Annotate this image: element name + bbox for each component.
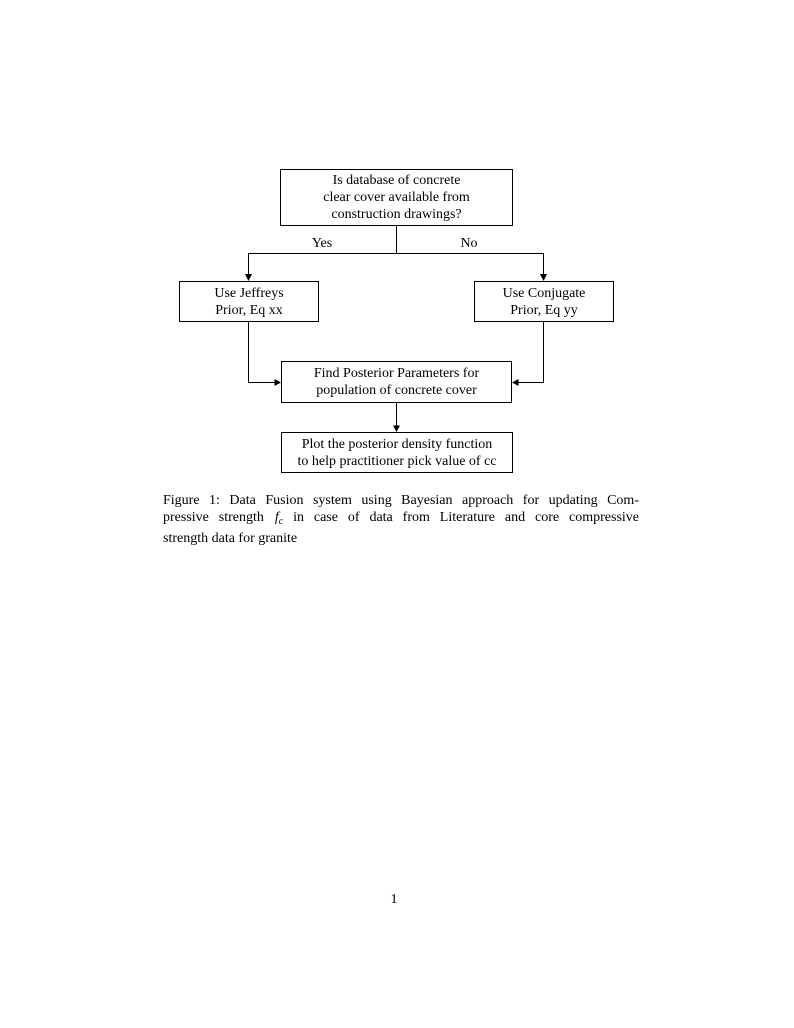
caption-line-2: pressive strength fc in case of data fro… (163, 509, 639, 530)
node-text-line: clear cover available from (323, 190, 470, 205)
flowchart-node-plot-density: Plot the posterior density function to h… (281, 432, 513, 473)
flowchart-node-jeffreys-prior: Use Jeffreys Prior, Eq xx (179, 281, 319, 322)
node-text-line: Use Conjugate (502, 285, 586, 301)
math-fc-subscript: c (278, 516, 284, 528)
flowchart-node-question: Is database of concrete clear cover avai… (280, 169, 513, 226)
caption-text: pressive strength (163, 510, 274, 526)
node-text-line: construction drawings? (331, 207, 462, 222)
caption-line-3: strength data for granite (163, 531, 298, 547)
node-text-line: population of concrete cover (316, 383, 477, 398)
caption-text: in case of data from Literature and core… (283, 510, 639, 526)
figure-caption: Figure 1: Data Fusion system using Bayes… (163, 492, 639, 548)
page-number: 1 (390, 892, 398, 907)
node-text-line: Prior, Eq yy (510, 302, 578, 318)
arrowhead-conjugate (512, 379, 519, 386)
flowchart-node-conjugate-prior: Use Conjugate Prior, Eq yy (474, 281, 614, 322)
node-text-line: Plot the posterior density function (301, 436, 493, 452)
edge-label-yes: Yes (311, 236, 333, 251)
node-text-line: Prior, Eq xx (215, 302, 283, 318)
node-text-line: Find Posterior Parameters for (313, 366, 480, 381)
edge-conjugate-to-posterior (518, 322, 544, 383)
caption-line-1: Figure 1: Data Fusion system using Bayes… (163, 493, 639, 508)
node-text-line: Use Jeffreys (214, 285, 284, 301)
flowchart-node-posterior-parameters: Find Posterior Parameters for population… (281, 361, 512, 403)
math-fc-symbol: f (274, 510, 279, 526)
node-text-line: to help practitioner pick value of cc (297, 453, 497, 469)
edge-jeffreys-to-posterior (248, 322, 275, 383)
node-text-line: Is database of concrete (332, 173, 461, 188)
edge-label-no: No (460, 236, 478, 251)
arrowhead-no (540, 274, 547, 281)
arrowhead-yes (245, 274, 252, 281)
